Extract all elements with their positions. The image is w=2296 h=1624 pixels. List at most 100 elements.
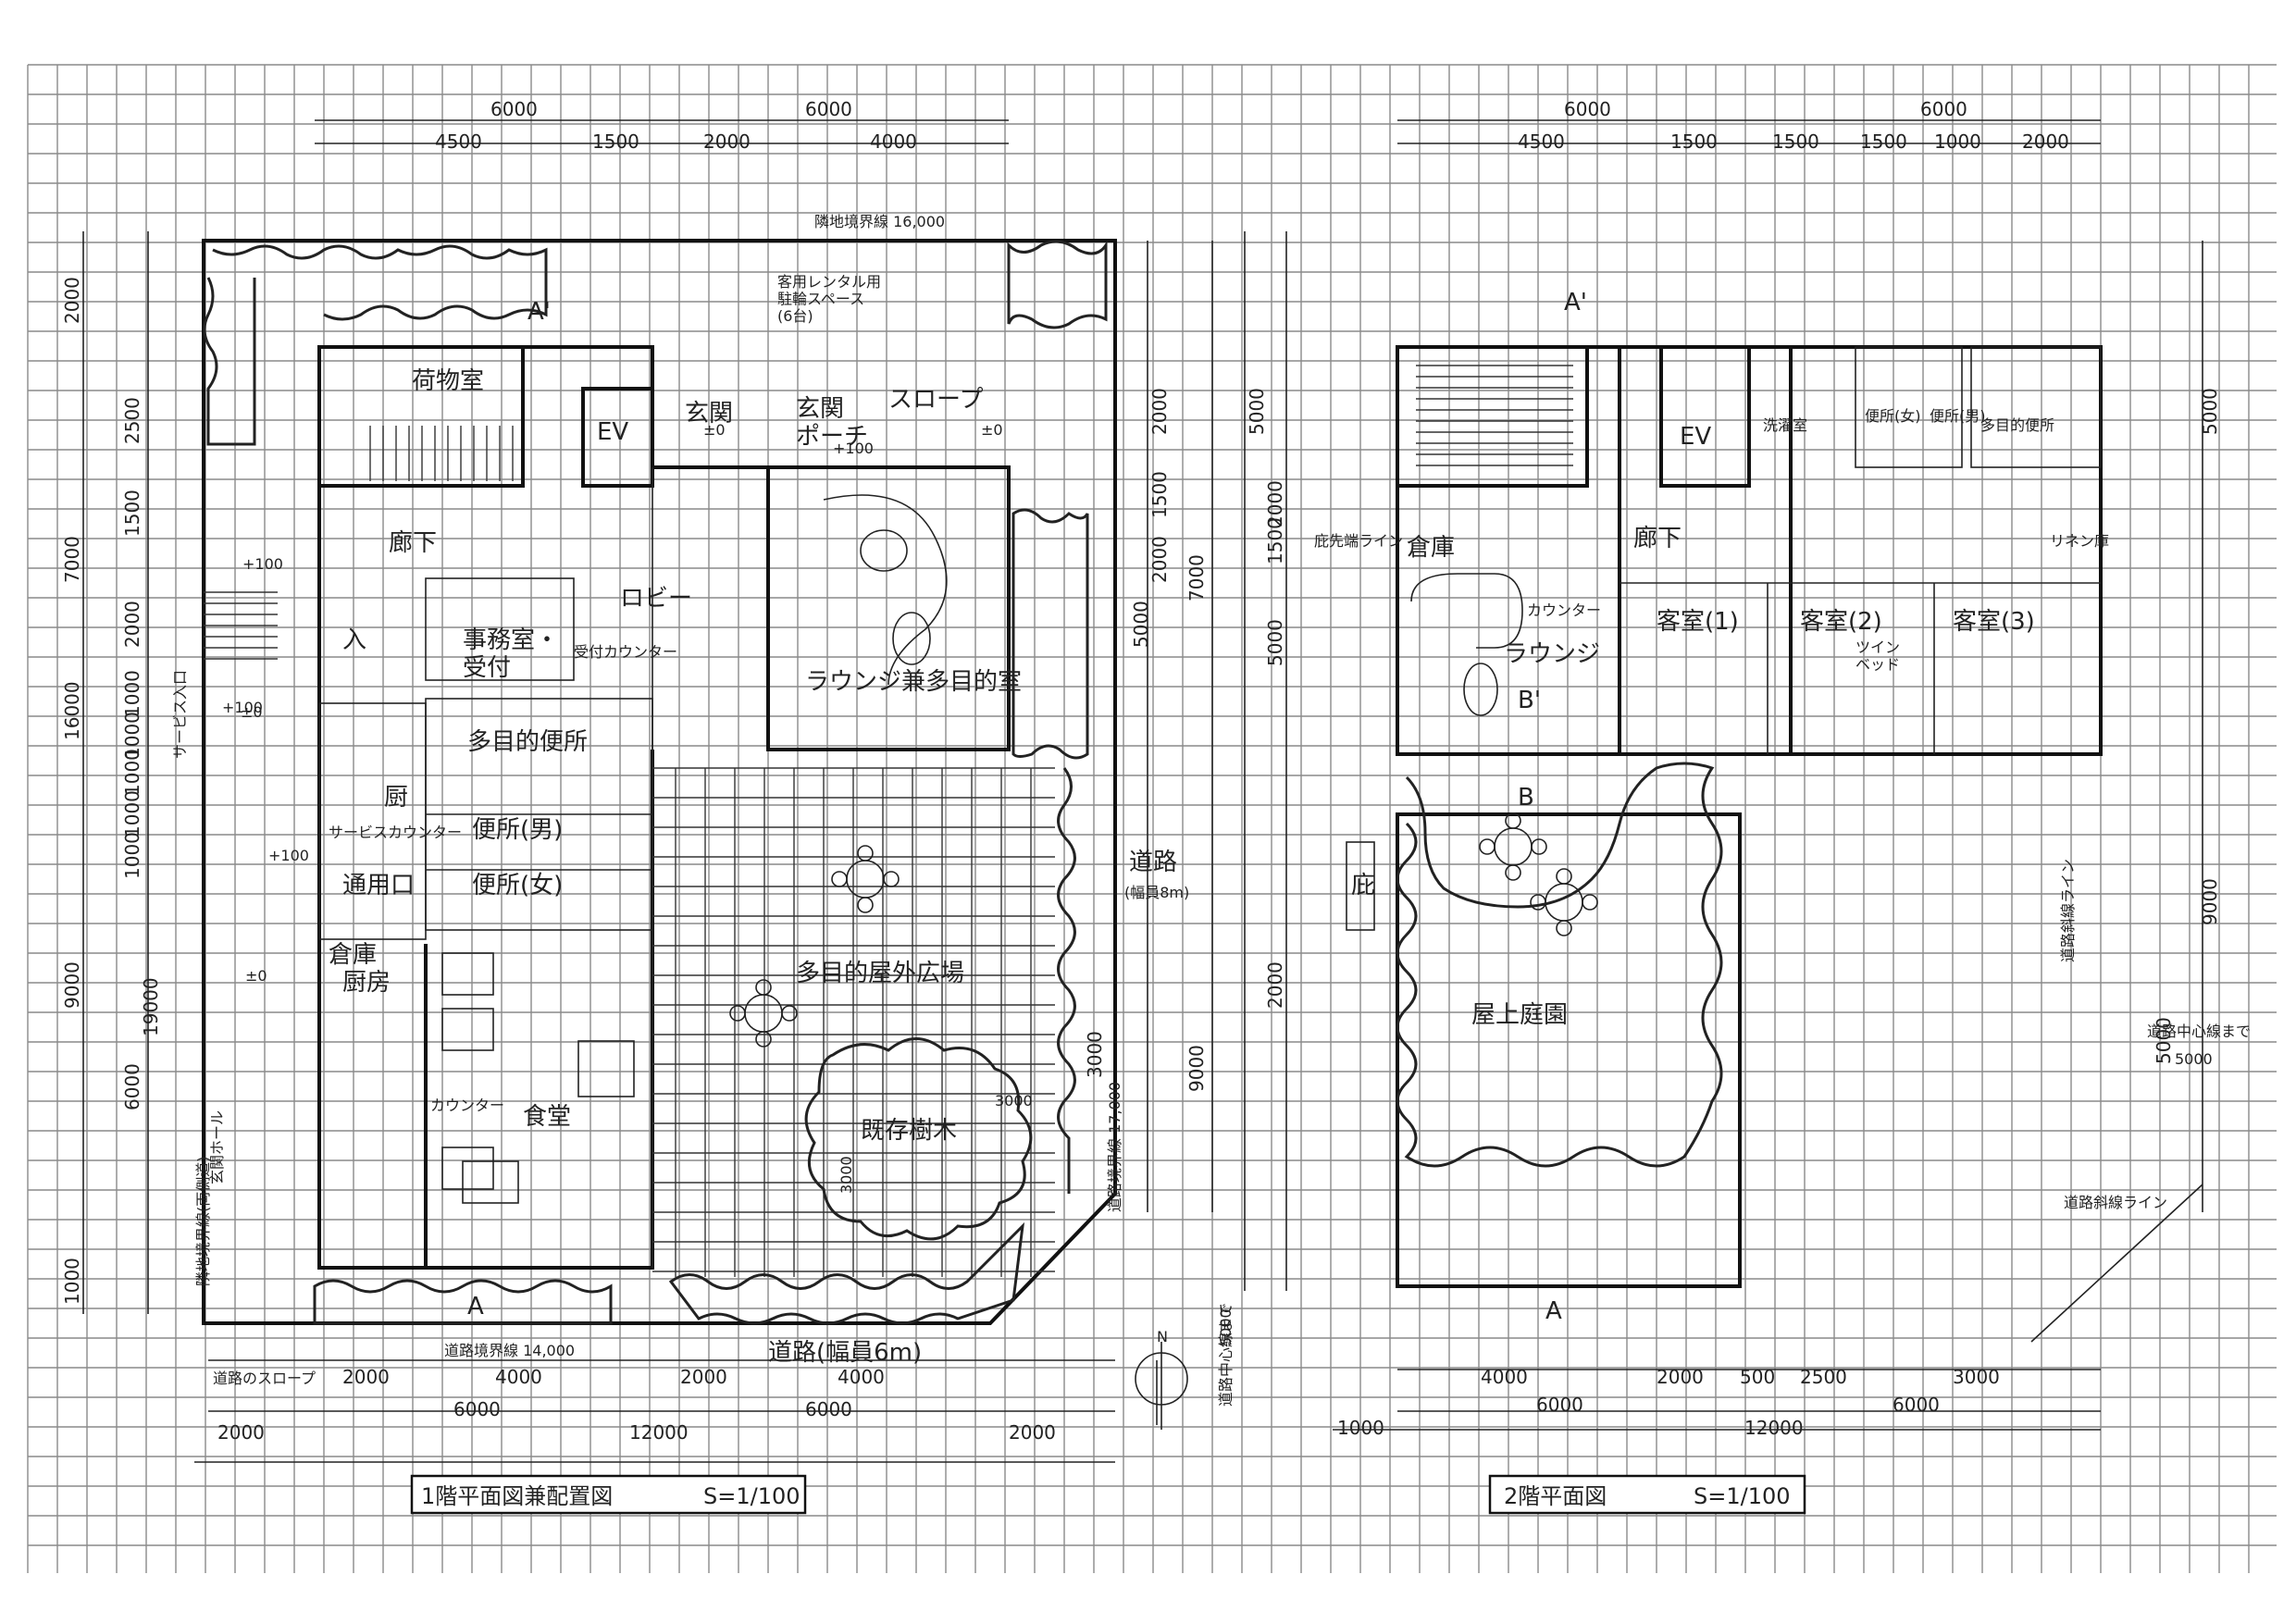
p1-top-minor-3: 4000 <box>870 130 917 153</box>
toilet-2f-wall <box>1855 346 1963 468</box>
road-bottom-label: 道路(幅員6m) <box>768 1339 922 1367</box>
ev-shaft-wall <box>581 387 654 488</box>
room-1f-multi_toilet: 多目的便所 <box>467 728 588 756</box>
plaza-table-1 <box>831 845 900 913</box>
p1-left-2: 1500 <box>121 490 143 537</box>
room-1f-ev: EV <box>597 418 628 446</box>
p2-top-major-0: 6000 <box>1564 98 1611 120</box>
dimension-lines-1f <box>82 119 1213 1463</box>
room-1f-slope: スロープ <box>888 386 983 414</box>
room-1f-warehouse: 倉庫 <box>329 941 377 969</box>
p1-top-minor-2: 2000 <box>703 130 751 153</box>
p2-left-4: 2000 <box>1264 961 1286 1009</box>
p1-bot1-1: 4000 <box>495 1366 542 1388</box>
room-1f-entrance: 玄関 <box>685 400 733 428</box>
planting-right-long <box>1057 767 1076 1194</box>
p1-right-3: 7000 <box>1185 554 1208 601</box>
p2-top-minor-4: 1000 <box>1934 130 1981 153</box>
setback-top-label: 隣地境界線 16,000 <box>814 213 945 230</box>
dining-table-4 <box>577 1040 635 1097</box>
road-center-dim: 5000 <box>2175 1050 2213 1068</box>
p1-left-3: 2000 <box>121 601 143 648</box>
setback-right-label: 道路境界線 17,000 <box>1106 1082 1123 1212</box>
road-center-label-b: 道路中心線まで <box>1217 1303 1235 1407</box>
existing-tree <box>804 1037 1033 1241</box>
p2-bot3-1: 12000 <box>1744 1417 1804 1439</box>
p1-bot1-2: 2000 <box>680 1366 727 1388</box>
site-boundary <box>202 239 1117 1325</box>
section-a-prime-1f: A' <box>527 298 551 326</box>
road-center-label: 道路中心線まで <box>2147 1023 2251 1040</box>
setback-line-right-2f: 道路斜線ライン <box>2064 1194 2167 1211</box>
p1-right-2: 2000 <box>1148 536 1171 583</box>
p2-left-1: 2000 <box>1264 480 1286 527</box>
p2-right-2: 5000 <box>2153 1017 2175 1064</box>
room-1f-toilet_m: 便所(男) <box>472 816 563 844</box>
p1-bot2-1: 6000 <box>805 1398 852 1420</box>
room-1f-entrance_left: サービス入口 <box>171 670 189 759</box>
planting-top-left <box>212 244 548 321</box>
p2-top-major-1: 6000 <box>1920 98 1967 120</box>
room-2f-lounge: ラウンジ <box>1504 640 1600 668</box>
p2-left-0: 5000 <box>1246 388 1268 435</box>
p2-bot1-0: 4000 <box>1481 1366 1528 1388</box>
room-2f-shower: 多目的便所 <box>1980 416 2054 434</box>
room-1f-counter: カウンター <box>430 1097 504 1114</box>
p1-left-13: 6000 <box>121 1063 143 1110</box>
title-2f: 2階平面図 <box>1504 1483 1607 1509</box>
room-2f-linen: リネン庫 <box>2050 532 2109 550</box>
p2-bot2-0: 6000 <box>1536 1394 1583 1416</box>
room-1f-tree: 既存樹木 <box>861 1117 957 1145</box>
setback-line-right-2f-b: 道路斜線ライン <box>2059 859 2077 962</box>
section-a-2f: A <box>1545 1297 1562 1325</box>
p1-level-2: +100 <box>222 699 263 716</box>
room-1f-lobby: ロビー <box>620 585 692 613</box>
room-2f-roof_garden: 屋上庭園 <box>1471 1001 1568 1029</box>
p1-level-3: ±0 <box>241 703 263 721</box>
room-1f-outdoor_plaza: 多目的屋外広場 <box>796 960 964 987</box>
p1-right-6: 3000 <box>1084 1031 1106 1078</box>
eave-left <box>1346 841 1375 931</box>
p1-right-0: 2000 <box>1148 388 1171 435</box>
dimension-lines-2f <box>1244 119 2203 1431</box>
p1-top-minor-0: 4500 <box>435 130 482 153</box>
room-1f-dining: 食堂 <box>523 1103 571 1131</box>
planting-top-right <box>1007 240 1108 329</box>
room-2f-storage: 倉庫 <box>1407 534 1455 562</box>
room-2f-laundry: 洗濯室 <box>1763 416 1807 434</box>
room-1f-entry_left: 入 <box>342 626 366 654</box>
p1-left-8: 1000 <box>121 832 143 879</box>
p2-left-3: 5000 <box>1264 619 1286 666</box>
p1-left-1: 2500 <box>121 397 143 444</box>
p1-dim-3000b: 3000 <box>838 1156 855 1194</box>
lounge-wall <box>766 465 1011 751</box>
title-block-2f: 2階平面図 S=1/100 <box>1488 1474 1806 1515</box>
lounge-2f-counter <box>1410 573 1523 649</box>
p1-level-6: +100 <box>833 440 874 457</box>
p1-left-10: 7000 <box>61 536 83 583</box>
north-label: N <box>1157 1328 1168 1345</box>
lounge-table-2 <box>892 612 931 665</box>
p1-level-7: ±0 <box>245 967 267 985</box>
lounge-table <box>860 529 908 572</box>
stairs-2f <box>1416 365 1573 466</box>
p2-left-2: 1500 <box>1264 517 1286 564</box>
room-1f-kitchen: 厨房 <box>342 969 391 997</box>
dining-table-1 <box>441 952 494 996</box>
roof-table-2 <box>1530 868 1598 936</box>
room-2f-corridor: 廊下 <box>1633 525 1682 552</box>
planting-bottom-left <box>313 1279 613 1325</box>
planting-left <box>203 277 256 446</box>
title-block-1f: 1階平面図兼配置図 S=1/100 <box>410 1474 807 1515</box>
road-right-label: 道路 <box>1129 849 1177 876</box>
p1-left-0: 2000 <box>61 277 83 324</box>
north-arrow <box>1135 1342 1188 1430</box>
p2-top-minor-5: 2000 <box>2022 130 2069 153</box>
graph-paper-grid <box>27 64 2277 1573</box>
p1-bot2-0: 6000 <box>453 1398 501 1420</box>
plaza-table-2 <box>729 979 798 1048</box>
p2-bot1-3: 2500 <box>1800 1366 1847 1388</box>
plan-2f <box>1244 119 2203 1431</box>
p2-bot1-4: 3000 <box>1953 1366 2000 1388</box>
